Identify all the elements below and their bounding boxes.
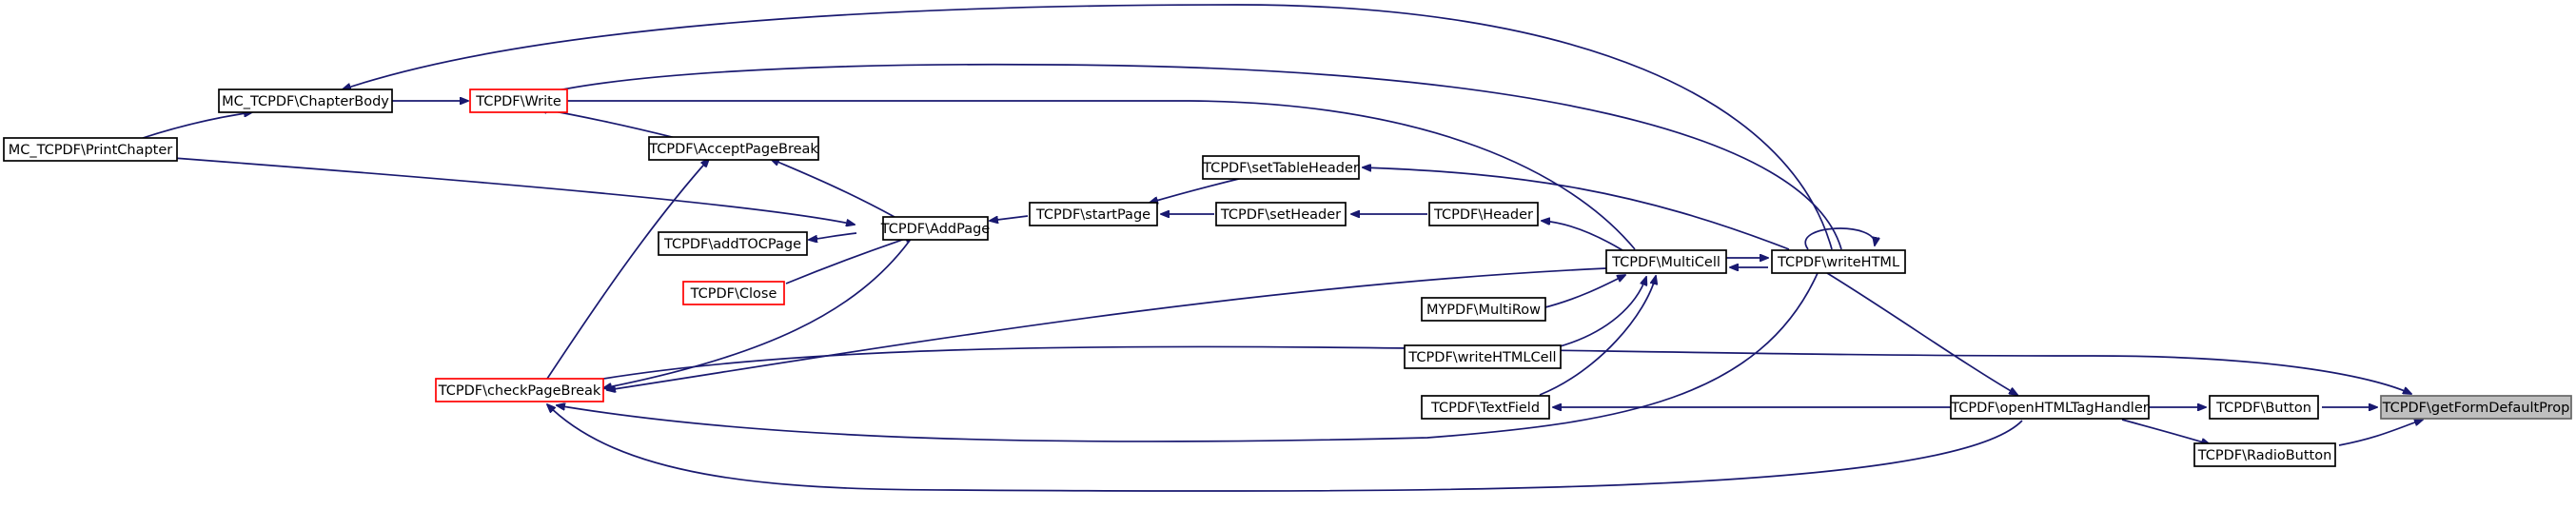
edge-writehtml-to-openhtmltaghandler: [1826, 272, 2017, 395]
edge-acceptpagebreak-to-checkpagebreak: [546, 159, 709, 380]
edge-layer: [142, 4, 2423, 492]
edge-writehtml-to-settableheader: [1363, 167, 1790, 250]
edge-multicell-to-multirow: [1541, 275, 1625, 309]
edge-multicell-to-header: [1542, 221, 1623, 251]
edge-radiobutton-to-getformdefaultprop: [2338, 420, 2423, 446]
node-box: [1421, 297, 1546, 322]
node-writehtmlcell[interactable]: TCPDF\writeHTMLCell: [1404, 344, 1562, 369]
node-addtocpage[interactable]: TCPDF\addTOCPage: [658, 231, 808, 256]
node-box: [2193, 442, 2336, 467]
node-box: [1428, 202, 1539, 226]
node-label: TCPDF\AcceptPageBreak: [648, 142, 818, 157]
node-button[interactable]: TCPDF\Button: [2209, 395, 2319, 420]
node-box: [1202, 155, 1360, 180]
node-label: TCPDF\MultiCell: [1611, 255, 1721, 270]
node-multirow[interactable]: MYPDF\MultiRow: [1421, 297, 1546, 322]
node-box: [658, 231, 808, 256]
node-box: [1215, 202, 1347, 226]
edge-multicell-to-textfield: [1539, 276, 1656, 396]
node-label: TCPDF\setTableHeader: [1202, 161, 1359, 176]
node-box: [1605, 249, 1727, 274]
edge-checkpagebreak-to-getformdefaultprop: [602, 345, 2411, 394]
edge-openhtmltaghandler-to-checkpagebreak: [547, 404, 2023, 492]
node-box: [1950, 395, 2150, 420]
node-box: [1404, 344, 1562, 369]
node-box: [648, 136, 819, 161]
node-label: TCPDF\startPage: [1035, 207, 1150, 223]
node-close[interactable]: TCPDF\Close: [682, 281, 785, 305]
edge-writehtml-to-write: [537, 63, 1842, 250]
node-settableheader[interactable]: TCPDF\setTableHeader: [1202, 155, 1360, 180]
node-startpage[interactable]: TCPDF\startPage: [1029, 202, 1158, 226]
node-box: [3, 137, 178, 162]
node-label: TCPDF\RadioButton: [2197, 448, 2332, 463]
node-box: [1421, 395, 1550, 420]
node-box: [469, 88, 568, 113]
edge-addpage-to-checkpagebreak: [603, 237, 913, 388]
node-box: [435, 378, 604, 402]
node-label: TCPDF\Header: [1433, 207, 1533, 223]
node-chapterbody[interactable]: MC_TCPDF\ChapterBody: [218, 88, 393, 113]
edge-multicell-to-write: [539, 100, 1636, 250]
node-label: MC_TCPDF\ChapterBody: [222, 94, 389, 109]
edge-addpage-to-addtocpage: [809, 232, 857, 240]
node-textfield[interactable]: TCPDF\TextField: [1421, 395, 1550, 420]
node-label: TCPDF\Close: [690, 286, 777, 302]
edge-multicell-to-checkpagebreak: [607, 267, 1607, 390]
edge-chapterbody-to-printchapter: [142, 112, 252, 139]
node-addpage[interactable]: TCPDF\AddPage: [880, 216, 991, 241]
node-setheader[interactable]: TCPDF\setHeader: [1215, 202, 1347, 226]
node-acceptpagebreak[interactable]: TCPDF\AcceptPageBreak: [648, 136, 819, 161]
node-label: TCPDF\AddPage: [880, 222, 991, 237]
node-label: MC_TCPDF\PrintChapter: [9, 143, 173, 158]
node-label: MYPDF\MultiRow: [1426, 303, 1541, 318]
node-box: [2380, 395, 2572, 420]
node-checkpagebreak[interactable]: TCPDF\checkPageBreak: [435, 378, 604, 402]
node-box: [2209, 395, 2319, 420]
node-printchapter[interactable]: MC_TCPDF\PrintChapter: [3, 137, 178, 162]
node-label: TCPDF\setHeader: [1220, 207, 1341, 223]
edge-writehtml-to-checkpagebreak: [557, 272, 1819, 442]
node-radiobutton[interactable]: TCPDF\RadioButton: [2193, 442, 2336, 467]
node-box: [1771, 249, 1906, 274]
node-writehtml[interactable]: TCPDF\writeHTML: [1771, 249, 1906, 274]
node-multicell[interactable]: TCPDF\MultiCell: [1605, 249, 1727, 274]
edge-addpage-to-printchapter: [172, 157, 855, 225]
node-label: TCPDF\addTOCPage: [663, 237, 801, 252]
node-layer: TCPDF\getFormDefaultProp TCPDF\Button TC…: [3, 88, 2572, 467]
node-label: TCPDF\getFormDefaultProp: [2382, 401, 2570, 416]
edge-multicell-to-writehtmlcell: [1556, 277, 1646, 348]
node-label: TCPDF\openHTMLTagHandler: [1950, 401, 2148, 416]
node-label: TCPDF\Button: [2215, 401, 2311, 416]
edge-writehtml-to-chapterbody: [343, 4, 1833, 250]
node-box: [682, 281, 785, 305]
edge-startpage-to-addpage: [990, 215, 1029, 221]
edge-settableheader-to-startpage: [1150, 176, 1248, 203]
node-box: [1029, 202, 1158, 226]
node-write[interactable]: TCPDF\Write: [469, 88, 568, 113]
edge-openhtmltaghandler-to-radiobutton: [2121, 419, 2210, 444]
node-label: TCPDF\writeHTMLCell: [1407, 350, 1556, 365]
node-label: TCPDF\TextField: [1430, 401, 1540, 416]
node-label: TCPDF\checkPageBreak: [438, 383, 601, 399]
node-openhtmltaghandler[interactable]: TCPDF\openHTMLTagHandler: [1950, 395, 2150, 420]
edge-addpage-to-close: [785, 236, 914, 284]
edge-writehtml-self-loop: [1804, 227, 1875, 250]
node-label: TCPDF\Write: [475, 94, 561, 109]
node-getformdefaultprop[interactable]: TCPDF\getFormDefaultProp: [2380, 395, 2572, 420]
node-header[interactable]: TCPDF\Header: [1428, 202, 1539, 226]
edge-addpage-to-acceptpagebreak: [771, 159, 895, 218]
node-label: TCPDF\writeHTML: [1777, 255, 1899, 270]
node-box: [882, 216, 989, 241]
node-box: [218, 88, 393, 113]
